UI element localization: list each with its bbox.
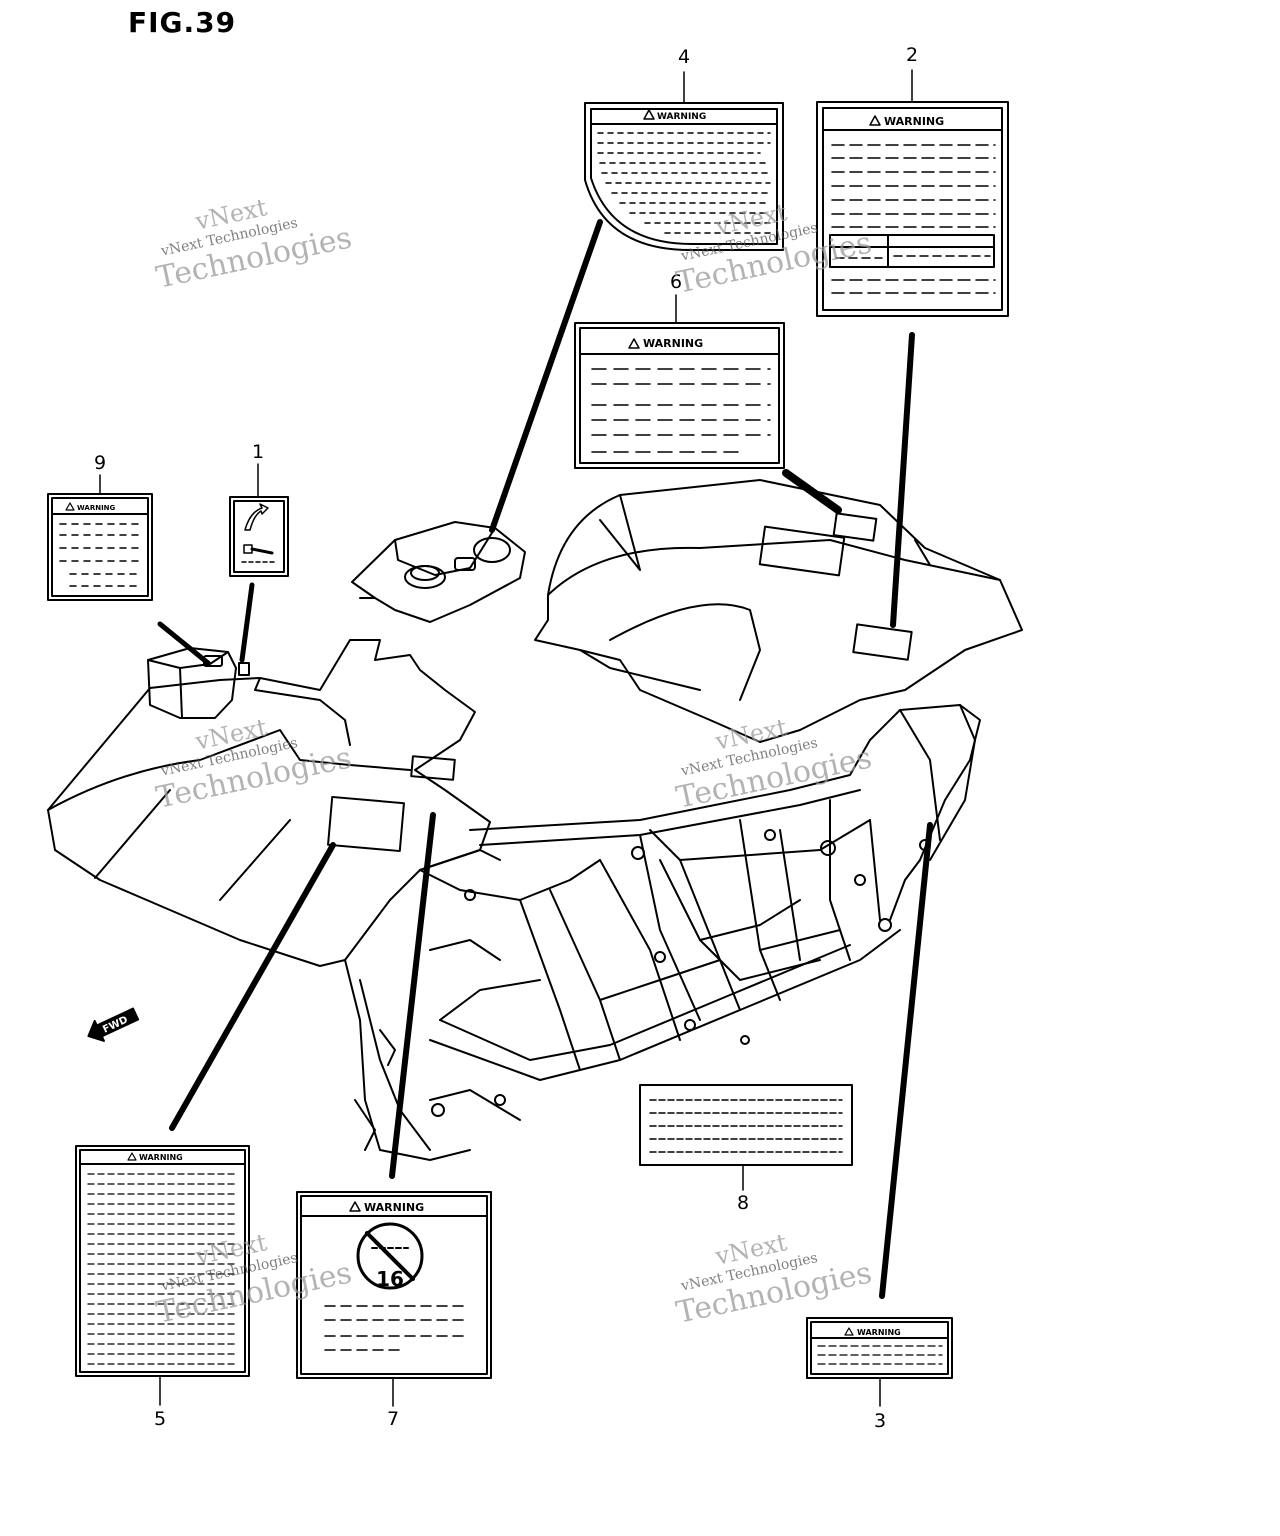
callout-1: 1: [251, 441, 265, 463]
fwd-arrow-icon: FWD: [87, 1007, 140, 1042]
leader-lines: [157, 219, 933, 1299]
label-2-warning-decal: WARNING: [816, 101, 1009, 317]
callout-ticks: [99, 69, 913, 1407]
callout-5: 5: [153, 1408, 167, 1430]
label-9-warning-text: WARNING: [77, 504, 116, 512]
label-4-warning-text: WARNING: [657, 112, 706, 122]
label-6-warning-decal: WARNING: [574, 322, 785, 469]
age-16-text: 16: [376, 1267, 404, 1291]
label-1-decal: [229, 496, 289, 577]
callout-9: 9: [93, 452, 107, 474]
label-4-warning-decal: WARNING: [584, 102, 784, 251]
label-9-warning-decal: WARNING: [47, 493, 153, 601]
label-3-warning-text: WARNING: [857, 1328, 901, 1337]
label-7-warning-text: WARNING: [364, 1201, 424, 1214]
label-8-info-decal: [639, 1084, 853, 1166]
callout-6: 6: [669, 271, 683, 293]
fuel-tank-cover: [351, 521, 526, 623]
rear-fender: [534, 479, 1023, 743]
label-5-warning-text: WARNING: [139, 1153, 183, 1162]
label-2-warning-text: WARNING: [884, 115, 944, 128]
label-6-warning-text: WARNING: [643, 337, 703, 350]
under-16-prohibition-icon: 16: [356, 1222, 424, 1291]
callout-4: 4: [677, 46, 691, 68]
front-fender: [47, 639, 501, 967]
vehicle-frame: [344, 704, 981, 1161]
callout-2: 2: [905, 44, 919, 66]
label-7-warning-decal: WARNING 16: [296, 1191, 492, 1379]
label-3-warning-decal: WARNING: [806, 1317, 953, 1379]
callout-7: 7: [386, 1408, 400, 1430]
callout-8: 8: [736, 1192, 750, 1214]
callout-3: 3: [873, 1410, 887, 1432]
label-5-warning-decal: WARNING: [75, 1145, 250, 1377]
figure-title: FIG.39: [128, 6, 237, 39]
